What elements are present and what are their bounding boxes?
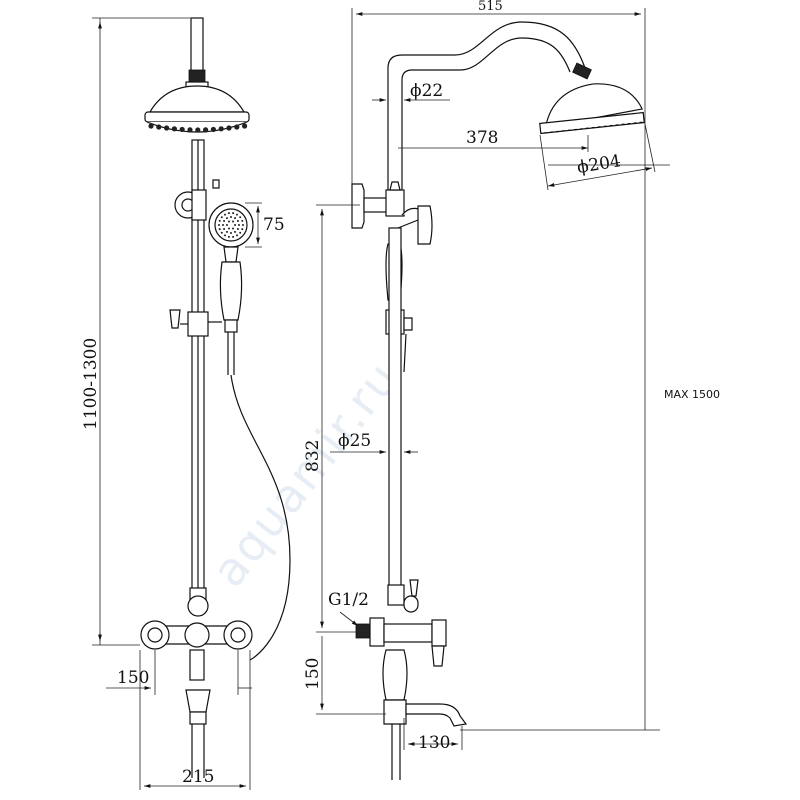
head-diameter-label: ϕ204	[576, 151, 623, 178]
watermark: aquamir.ru	[201, 351, 410, 597]
mixer-side	[355, 579, 468, 780]
arm-diameter-label: ϕ22	[410, 81, 443, 101]
side-view: 515 MAX 1500 ϕ22 378 ϕ204	[303, 0, 720, 780]
front-view: 1100-1300	[81, 17, 291, 790]
head-reach-label: 378	[466, 128, 498, 148]
mixer-center-distance-label: 150	[117, 668, 149, 688]
shower-head-side	[539, 83, 645, 135]
bar-height-label: 832	[303, 440, 323, 472]
mixer-total-width-label: 215	[182, 767, 214, 787]
inlet-height-label: 150	[303, 658, 323, 690]
max-height-label: MAX 1500	[664, 388, 720, 401]
spout-length-label: 130	[418, 733, 450, 753]
bar-diameter-label: ϕ25	[338, 431, 371, 451]
inlet-thread-label: G1/2	[328, 590, 369, 610]
shower-head-front	[144, 85, 250, 133]
mixer-front	[140, 587, 253, 778]
handshower-diameter-label: 75	[263, 215, 285, 235]
height-range-label: 1100-1300	[81, 338, 101, 430]
hand-shower-front	[208, 202, 254, 375]
total-reach-label: 515	[478, 0, 503, 14]
